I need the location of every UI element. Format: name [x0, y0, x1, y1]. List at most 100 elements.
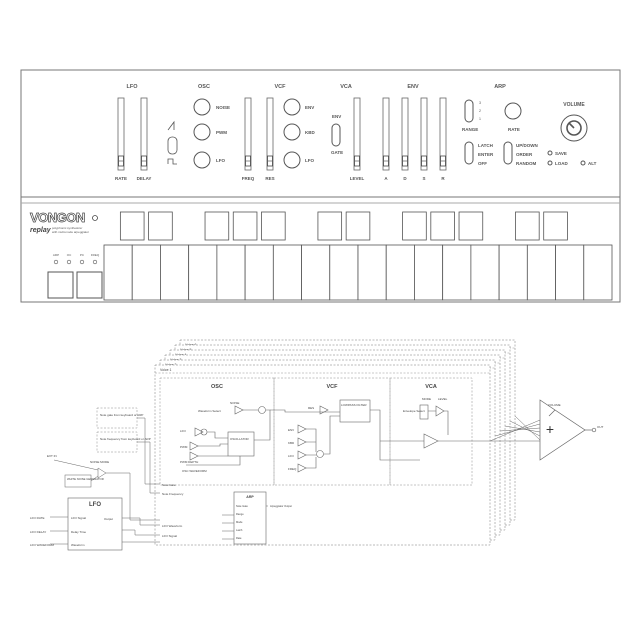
- lfo-delay-time-label: Delay Time: [71, 530, 86, 534]
- tagline-1: polyphonic synthesizer: [52, 226, 82, 230]
- black-key[interactable]: [261, 211, 286, 241]
- keyboard: [103, 211, 613, 301]
- filter-label: LOWPASS FILTER: [341, 403, 367, 407]
- save-label: SAVE: [555, 151, 567, 156]
- osc-block-title: OSC: [211, 384, 223, 390]
- lfo-block-title: LFO: [89, 502, 101, 508]
- enter-label: ENTER: [478, 152, 494, 157]
- osc-waveform-label: OSC WAVEFORM: [182, 469, 207, 473]
- black-key[interactable]: [204, 211, 230, 241]
- sig-note-gate: Note Gate: [162, 483, 176, 487]
- black-key[interactable]: [458, 211, 484, 241]
- arp-rate-knob[interactable]: [504, 102, 522, 120]
- arp-latch-switch[interactable]: [464, 141, 474, 165]
- pwm-knob[interactable]: [193, 123, 211, 141]
- vcf-kbd-knob[interactable]: [283, 123, 301, 141]
- vcf-env-knob[interactable]: [283, 98, 301, 116]
- white-key[interactable]: [498, 244, 528, 301]
- white-key[interactable]: [329, 244, 359, 301]
- out-label: OUT: [597, 425, 604, 429]
- noise-label: NOISE: [216, 105, 230, 110]
- black-key[interactable]: [232, 211, 258, 241]
- lfo-rate-fader[interactable]: [117, 97, 125, 171]
- filter-box: [339, 399, 371, 423]
- black-key[interactable]: [148, 211, 173, 241]
- volume-in-label: VOLUME: [548, 403, 561, 407]
- sig-lfo-signal: LFO Signal: [162, 534, 177, 538]
- env-decay-fader[interactable]: [401, 97, 409, 171]
- vcf-res-fader[interactable]: [266, 97, 274, 171]
- load-button[interactable]: [547, 160, 553, 166]
- ext-in-label: EXT IN: [47, 454, 57, 458]
- black-key[interactable]: [402, 211, 427, 241]
- env-release-fader[interactable]: [439, 97, 447, 171]
- lfo-waveform-in-label: LFO WAVEFORM: [30, 543, 55, 547]
- white-key[interactable]: [385, 244, 415, 301]
- white-key[interactable]: [357, 244, 387, 301]
- arp-mode-switch[interactable]: [503, 141, 513, 165]
- sum-plus: +: [546, 421, 554, 437]
- white-key[interactable]: [216, 244, 246, 301]
- random-label: RANDOM: [516, 161, 536, 166]
- arp-latch-in-label: Latch: [236, 528, 243, 532]
- vca-mode-label: MODE: [422, 397, 431, 401]
- alt-label: ALT: [588, 161, 597, 166]
- voice-stack: Voice 6Voice 5Voice 4Voice 3Voice 2Voice…: [154, 339, 516, 546]
- octave-up-button[interactable]: [76, 271, 103, 299]
- black-key[interactable]: [430, 211, 455, 241]
- vca-mode-switch[interactable]: [331, 123, 341, 147]
- white-key[interactable]: [272, 244, 302, 301]
- voice-label: Voice 1: [160, 368, 172, 372]
- note-freq-label: Note frequency from keyboard or ARP: [100, 437, 151, 441]
- vcf-kbd-label: KBD: [305, 130, 315, 135]
- white-key[interactable]: [526, 244, 556, 301]
- octave-down-button[interactable]: [47, 271, 74, 299]
- waveform-select-icon[interactable]: [167, 120, 178, 165]
- alt-button[interactable]: [580, 160, 586, 166]
- white-key[interactable]: [470, 244, 500, 301]
- vca-level-fader[interactable]: [353, 97, 361, 171]
- black-key[interactable]: [345, 211, 371, 241]
- section-lfo: LFO: [127, 84, 139, 90]
- white-key[interactable]: [301, 244, 331, 301]
- led-label-pc: PC: [80, 253, 85, 257]
- vcf-lfo-label: LFO: [305, 158, 314, 163]
- env-a-label: A: [384, 176, 388, 181]
- white-key[interactable]: [244, 244, 274, 301]
- sig-lfo-waveform: LFO Waveform: [162, 524, 183, 528]
- env-attack-fader[interactable]: [382, 97, 390, 171]
- white-key[interactable]: [103, 244, 133, 301]
- white-key[interactable]: [555, 244, 585, 301]
- black-key[interactable]: [515, 211, 540, 241]
- vcf-freq-fader[interactable]: [244, 97, 252, 171]
- white-key[interactable]: [131, 244, 161, 301]
- arp-mode-in-label: Mode: [236, 520, 243, 524]
- noise-knob[interactable]: [193, 98, 211, 116]
- white-key[interactable]: [414, 244, 444, 301]
- white-key[interactable]: [442, 244, 472, 301]
- white-key[interactable]: [583, 244, 613, 301]
- black-key[interactable]: [317, 211, 343, 241]
- vcf-freq-in-label: FREQ: [288, 467, 297, 471]
- save-button[interactable]: [547, 150, 553, 156]
- led-freq: [92, 259, 98, 265]
- env-sustain-fader[interactable]: [420, 97, 428, 171]
- range-mark-1: 1: [479, 117, 481, 121]
- lfo-delay-fader[interactable]: [140, 97, 148, 171]
- latch-label: LATCH: [478, 143, 493, 148]
- black-key[interactable]: [543, 211, 568, 241]
- arp-range-switch[interactable]: [464, 99, 474, 123]
- voice-frame: Voice 1: [154, 364, 491, 546]
- vca-env-gate-label: Envelope Select: [403, 409, 425, 413]
- vcf-lfo-knob[interactable]: [283, 151, 301, 169]
- black-key[interactable]: [119, 211, 145, 241]
- section-vca: VCA: [340, 84, 352, 90]
- block-diagram: Voice 6Voice 5Voice 4Voice 3Voice 2Voice…: [30, 339, 604, 551]
- white-key[interactable]: [160, 244, 190, 301]
- model-name: replay: [30, 227, 52, 234]
- vcf-env-label: ENV: [305, 105, 314, 110]
- led-label-oc: OC: [67, 253, 72, 257]
- white-key[interactable]: [188, 244, 218, 301]
- osc-lfo-knob[interactable]: [193, 151, 211, 169]
- volume-label: VOLUME: [563, 102, 585, 108]
